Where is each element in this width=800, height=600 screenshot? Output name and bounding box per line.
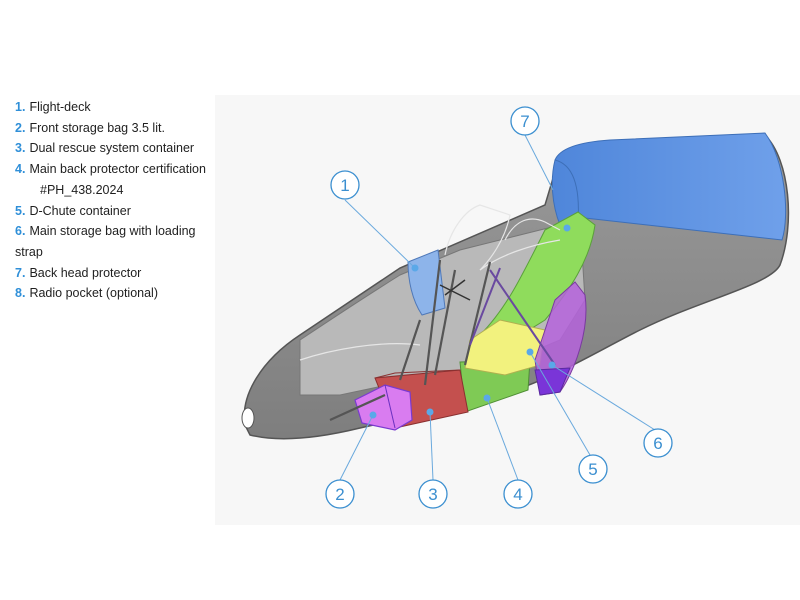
- callout-number: 7: [520, 112, 529, 131]
- front-bag-seam: [384, 384, 396, 429]
- legend-label: Radio pocket (optional): [29, 286, 158, 301]
- callout-number: 3: [428, 485, 437, 504]
- callout-circle: [578, 454, 608, 484]
- callout-number: 5: [588, 460, 597, 479]
- purple-straps: [469, 267, 556, 366]
- legend-item-6: 6.Main storage bag with loading strap: [15, 221, 225, 262]
- legend-number: 2.: [15, 120, 26, 135]
- legend-label: D-Chute container: [29, 203, 131, 218]
- callout-circle: [325, 479, 355, 509]
- back-head-protector: [551, 132, 787, 241]
- callout-dots: [369, 224, 571, 419]
- legend-label: Front storage bag 3.5 lit.: [29, 120, 165, 135]
- callout-number: 6: [653, 434, 662, 453]
- legend-number: 8.: [15, 286, 26, 301]
- callout-circle: [503, 479, 533, 509]
- callout-leaders: [339, 134, 656, 481]
- legend-label: Main storage bag with loading: [29, 224, 196, 239]
- legend-item-2: 2.Front storage bag 3.5 lit.: [15, 118, 225, 139]
- legend-number: 3.: [15, 141, 26, 156]
- rescue-container-edge: [374, 369, 461, 379]
- buckle-straps: [439, 279, 471, 301]
- legend-label-continued: #PH_438.2024: [40, 182, 124, 197]
- callout-number: 1: [340, 176, 349, 195]
- nose-vent: [241, 407, 255, 429]
- legend-number: 1.: [15, 100, 26, 114]
- callout-6: 6: [643, 428, 673, 458]
- legend-label: Main back protector certification: [29, 162, 206, 177]
- legend-item-1: 1.Flight-deck: [15, 97, 225, 118]
- legend-number: 7.: [15, 265, 26, 280]
- legend-item-7: 7.Back head protector: [15, 263, 225, 284]
- callout-7: 7: [510, 106, 540, 136]
- harness-straps: [329, 259, 492, 422]
- callout-circle: [510, 106, 540, 136]
- legend-label: Back head protector: [29, 265, 142, 280]
- legend-number: 4.: [15, 162, 26, 177]
- callout-3: 3: [418, 479, 448, 509]
- callout-4: 4: [503, 479, 533, 509]
- callout-5: 5: [578, 454, 608, 484]
- callout-circle: [643, 428, 673, 458]
- callout-number: 4: [513, 485, 522, 504]
- legend-item-3: 3.Dual rescue system container: [15, 138, 225, 159]
- callout-circle: [330, 170, 360, 200]
- callout-1: 1: [330, 170, 360, 200]
- legend-number: 5.: [15, 203, 26, 218]
- seat-frame: [299, 204, 561, 361]
- legend-number: 6.: [15, 224, 26, 239]
- callout-2: 2: [325, 479, 355, 509]
- legend-label: Dual rescue system container: [29, 141, 195, 156]
- legend: 1.Flight-deck 2.Front storage bag 3.5 li…: [15, 97, 225, 304]
- callout-circle: [418, 479, 448, 509]
- legend-item-5: 5.D-Chute container: [15, 201, 225, 222]
- legend-item-4: 4.Main back protector certification #PH_…: [15, 159, 225, 200]
- legend-label-continued: strap: [15, 244, 43, 259]
- legend-label: Flight-deck: [29, 100, 91, 114]
- legend-item-8: 8.Radio pocket (optional): [15, 283, 225, 304]
- callout-number: 2: [335, 485, 344, 504]
